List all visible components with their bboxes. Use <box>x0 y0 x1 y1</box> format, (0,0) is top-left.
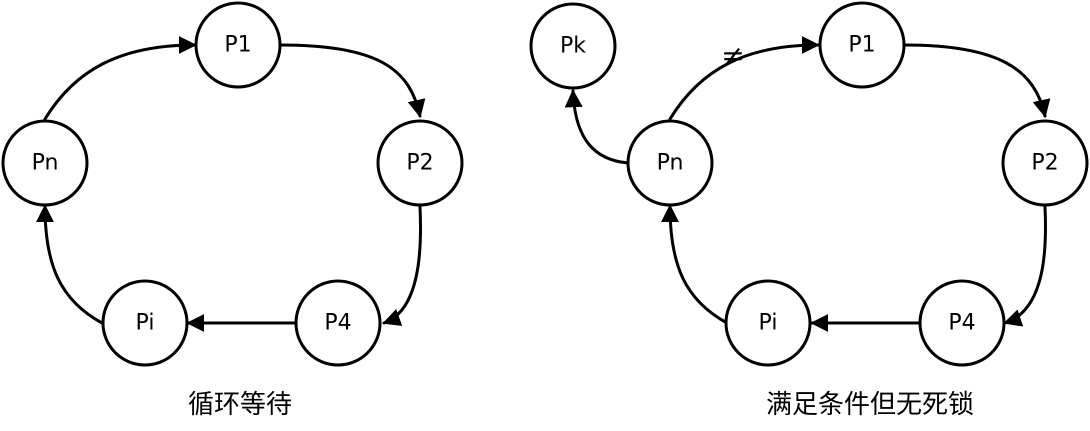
left-node-pn-label: Pn <box>32 151 59 176</box>
right-diagram-caption: 满足条件但无死锁 <box>765 390 974 420</box>
right-node-p2: P2 <box>1001 119 1089 207</box>
left-node-pn: Pn <box>1 119 89 207</box>
right-node-pk: Pk <box>529 2 617 90</box>
left-edge-pn-p1 <box>43 36 197 121</box>
left-diagram: P1 P2 P4 Pi Pn <box>1 1 464 367</box>
right-node-p1: P1 <box>818 1 906 89</box>
right-node-pk-label: Pk <box>560 34 586 59</box>
left-node-p4-label: P4 <box>324 311 351 336</box>
right-node-p2-label: P2 <box>1031 151 1058 176</box>
right-node-pi: Pi <box>724 279 812 367</box>
left-node-p1-label: P1 <box>224 33 251 58</box>
right-node-p1-label: P1 <box>848 33 875 58</box>
right-edge-pn-p1 <box>668 36 820 121</box>
left-node-p1: P1 <box>194 1 282 89</box>
left-node-pi: Pi <box>101 279 189 367</box>
left-edge-p2-p4 <box>382 205 423 326</box>
right-node-p4: P4 <box>918 279 1006 367</box>
right-node-pi-label: Pi <box>759 311 778 336</box>
right-node-p4-label: P4 <box>948 311 975 336</box>
left-edge-pi-pn <box>36 204 104 325</box>
left-edge-p1-p2 <box>279 43 426 118</box>
left-diagram-caption: 循环等待 <box>187 390 292 420</box>
right-edge-pn-p1-label: ≠ <box>721 39 744 72</box>
left-node-p4: P4 <box>294 279 382 367</box>
right-edge-pi-pn <box>661 204 729 325</box>
right-edge-pn-pk <box>564 89 630 165</box>
left-node-p2-label: P2 <box>406 151 433 176</box>
right-edge-p1-p2 <box>903 43 1051 118</box>
left-node-pi-label: Pi <box>136 311 155 336</box>
right-diagram: ≠ Pk P1 P2 P4 Pi Pn <box>529 1 1089 367</box>
left-node-p2: P2 <box>376 119 464 207</box>
right-node-pn-label: Pn <box>657 151 684 176</box>
right-edge-p2-p4 <box>1003 205 1048 327</box>
right-node-pn: Pn <box>626 119 714 207</box>
